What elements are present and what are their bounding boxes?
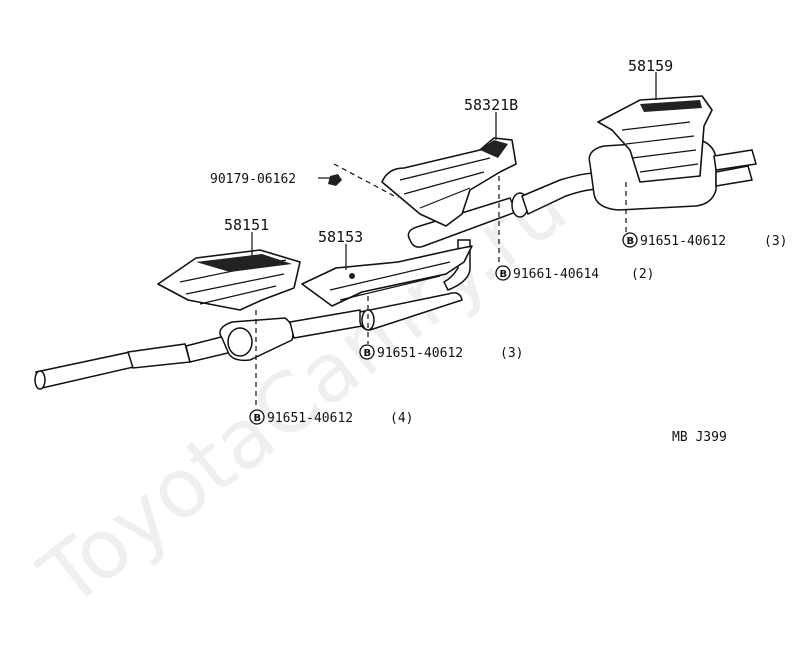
callout-4-qty: (4) — [390, 411, 413, 426]
center-resonator — [359, 292, 463, 331]
tail-pipe-upper — [713, 149, 757, 171]
insulator-58153-hole — [349, 273, 355, 279]
bolt-callout-2: B 91661-40614 (2) — [495, 265, 654, 282]
exhaust-pipe-assembly — [34, 139, 757, 390]
label-58153: 58153 — [318, 228, 363, 246]
bolt-symbol-letter: B — [500, 269, 508, 280]
insulator-58159-shell — [597, 95, 713, 183]
label-58159: 58159 — [628, 57, 673, 75]
leader-nut-dashed — [333, 163, 399, 199]
heat-insulator-58151 — [157, 249, 301, 311]
insulator-58321B-ribs — [399, 157, 491, 209]
bolt-callout-1: B 91651-40612 (3) — [622, 232, 787, 249]
bolt-symbol-letter: B — [364, 348, 372, 359]
front-pipe-section — [127, 343, 191, 369]
callout-3-part: 91651-40612 — [377, 346, 463, 361]
label-58321B: 58321B — [464, 96, 518, 114]
insulator-58151-shade — [196, 254, 292, 272]
callout-3-qty: (3) — [500, 346, 523, 361]
callout-4-part: 91651-40612 — [267, 411, 353, 426]
callout-2-part: 91661-40614 — [513, 267, 599, 282]
label-90179-06162: 90179-06162 — [210, 172, 296, 187]
heat-insulator-58153 — [301, 245, 473, 307]
figure-code: MB J399 — [672, 430, 727, 445]
bolt-symbol-icon — [495, 265, 511, 281]
tail-pipe-lower — [715, 165, 753, 187]
watermark: ToyotaCamry.ru — [23, 159, 584, 627]
callout-2-qty: (2) — [631, 267, 654, 282]
bolt-symbol-icon — [249, 409, 265, 425]
bolt-callout-3: B 91651-40612 (3) — [359, 344, 523, 361]
insulator-58153-ribs — [329, 261, 451, 301]
callout-1-qty: (3) — [764, 234, 787, 249]
converter-flange — [227, 327, 253, 357]
label-58151: 58151 — [224, 216, 269, 234]
nut-90179-06162 — [328, 174, 342, 186]
bolt-symbol-icon — [359, 344, 375, 360]
heat-insulator-58159 — [597, 95, 713, 183]
insulator-58321B-shade — [480, 140, 508, 158]
front-pipe-opening — [34, 370, 46, 390]
front-pipe-end — [34, 351, 140, 389]
insulator-58159-shade — [640, 100, 702, 112]
insulator-58159-ribs — [621, 121, 699, 173]
heat-insulator-58321B — [381, 137, 517, 227]
callout-1-part: 91651-40612 — [640, 234, 726, 249]
leader-lines — [251, 72, 657, 408]
bolt-symbol-letter: B — [254, 413, 262, 424]
bolt-callout-4: B 91651-40612 (4) — [249, 409, 413, 426]
insulator-58153-shell — [301, 245, 473, 307]
bolt-symbol-letter: B — [627, 236, 635, 247]
bolt-symbol-icon — [622, 232, 638, 248]
